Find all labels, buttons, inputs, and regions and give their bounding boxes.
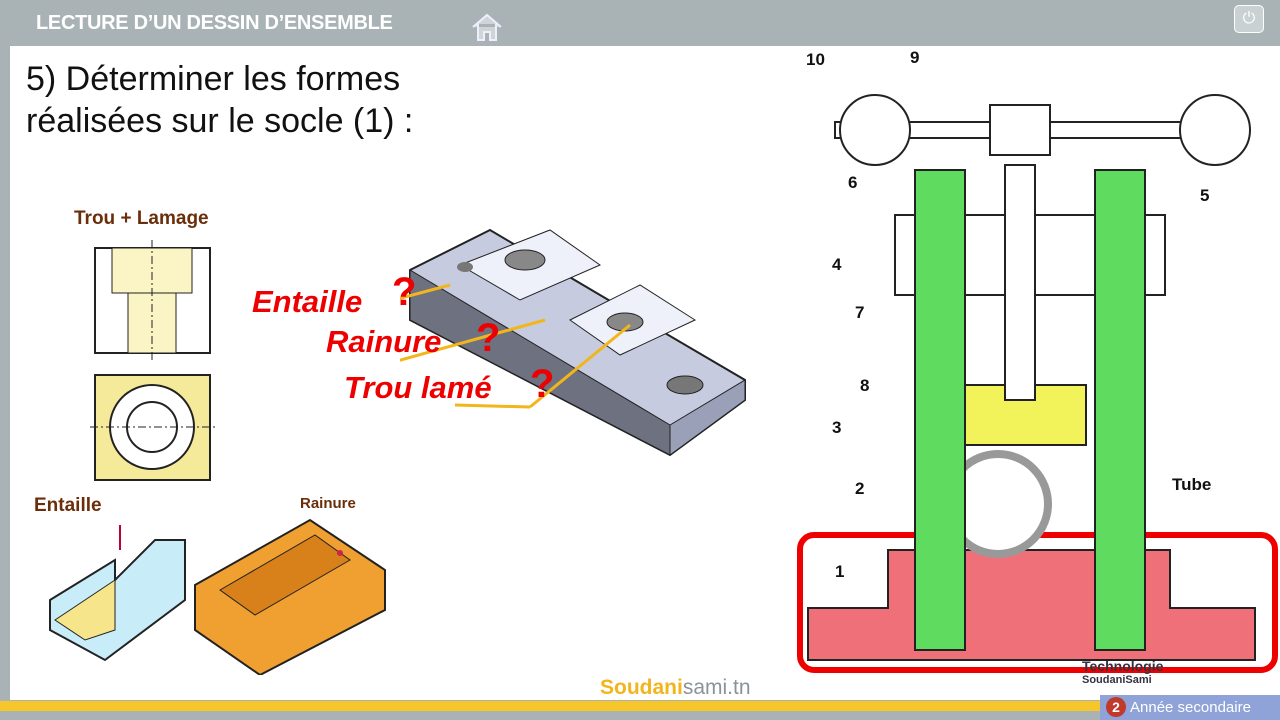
trou-lamage-views [90, 240, 215, 481]
part-label-9: 9 [910, 48, 920, 67]
entaille-illustration [49, 525, 186, 662]
header-title: LECTURE D’UN DESSIN D’ENSEMBLE [36, 12, 393, 34]
label-rainure: Rainure [300, 495, 356, 512]
label-entaille: Entaille [34, 495, 102, 516]
part-label-8: 8 [860, 376, 870, 395]
question-mark: ? [392, 270, 417, 314]
assembly-drawing [797, 94, 1278, 673]
question-line-2: réalisées sur le socle (1) : [26, 102, 414, 140]
part-label-1: 1 [835, 562, 845, 581]
header-bar: LECTURE D’UN DESSIN D’ENSEMBLE ⏻ [0, 0, 1280, 46]
part-label-3: 3 [832, 418, 842, 437]
footer-bar [0, 711, 1280, 720]
question-title: 5) Déterminer les formes réalisées sur le… [26, 58, 413, 142]
power-button[interactable]: ⏻ [1234, 5, 1264, 33]
rainure-illustration [194, 518, 386, 675]
part-label-2: 2 [855, 479, 865, 498]
label-trou-lamage: Trou + Lamage [74, 208, 209, 229]
part-label-7: 7 [855, 303, 865, 322]
answer-rainure: Rainure [326, 324, 442, 359]
part-label-5: 5 [1200, 186, 1210, 205]
question-mark: ? [476, 316, 501, 360]
question-line-1: 5) Déterminer les formes [26, 60, 401, 98]
part-label-tube: Tube [1172, 475, 1212, 494]
answer-entaille: Entaille [252, 284, 363, 319]
home-icon[interactable] [470, 12, 504, 42]
socle-3d-view [400, 228, 746, 457]
footer-stripe [0, 701, 1100, 711]
answer-trou-lame: Trou lamé [344, 370, 492, 405]
brand-logo: Soudanisami.tn [600, 676, 751, 699]
part-label-4: 4 [832, 255, 842, 274]
part-label-6: 6 [848, 173, 858, 192]
question-mark: ? [530, 362, 555, 406]
part-label-10: 10 [806, 50, 825, 69]
